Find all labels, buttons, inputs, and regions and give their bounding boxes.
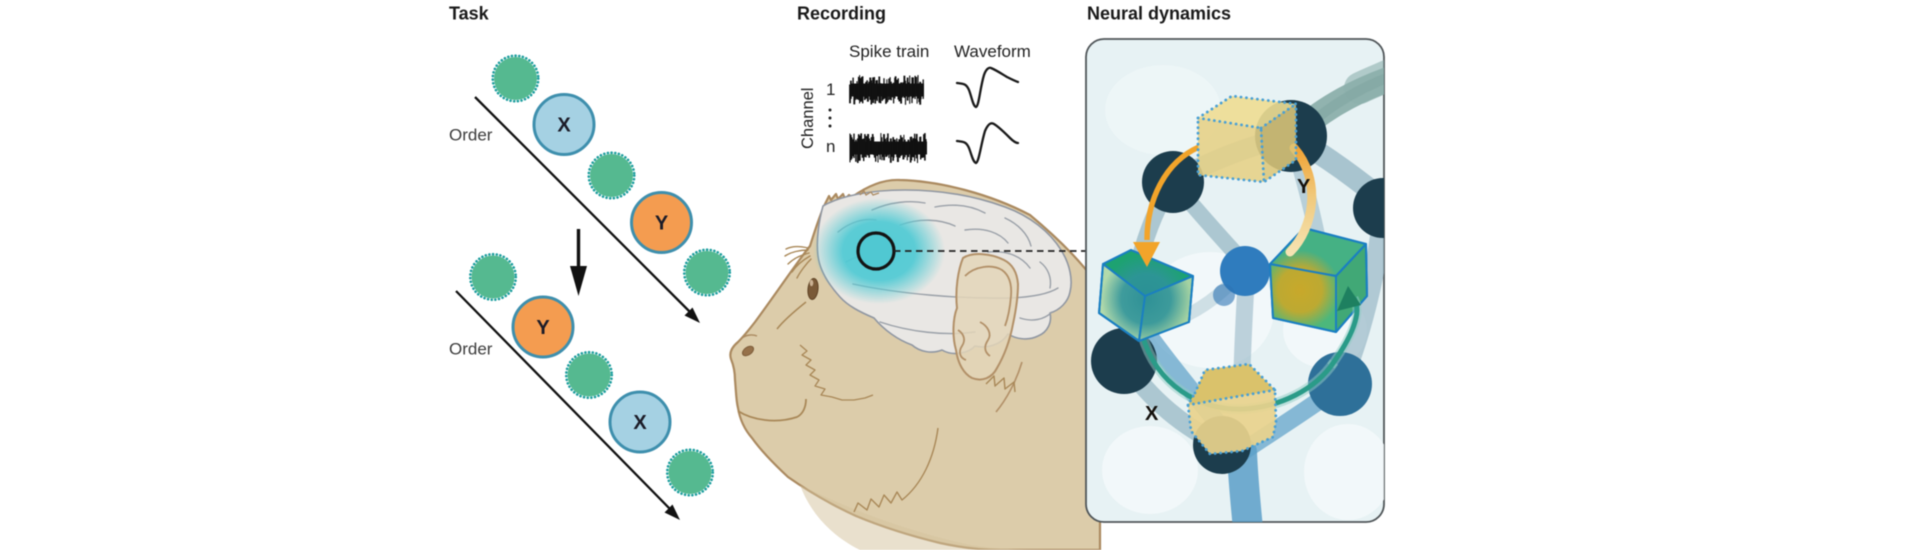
svg-text:n: n xyxy=(826,137,835,156)
svg-text:Task: Task xyxy=(449,4,490,24)
svg-text:Channel: Channel xyxy=(799,88,817,149)
svg-text:X: X xyxy=(633,412,647,434)
svg-text:Y: Y xyxy=(1297,176,1311,198)
svg-text:Order: Order xyxy=(449,340,493,359)
svg-text:Neural dynamics: Neural dynamics xyxy=(1087,4,1231,24)
svg-text:Order: Order xyxy=(449,126,493,145)
svg-text:1: 1 xyxy=(826,80,835,99)
svg-text:Waveform: Waveform xyxy=(954,42,1031,61)
svg-text:Y: Y xyxy=(536,317,550,339)
svg-text:Recording: Recording xyxy=(797,4,886,24)
svg-text:X: X xyxy=(557,115,571,137)
svg-text:Y: Y xyxy=(655,213,669,235)
svg-text:Spike train: Spike train xyxy=(849,42,929,61)
svg-text:X: X xyxy=(1145,403,1159,425)
